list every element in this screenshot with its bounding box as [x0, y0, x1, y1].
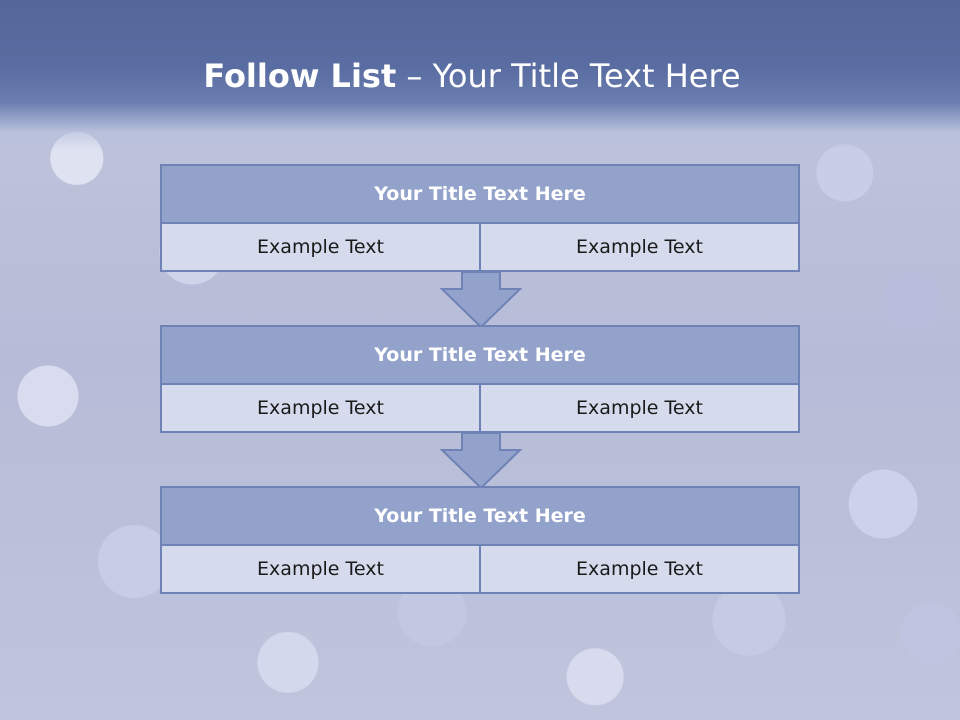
step-2-cell-right: Example Text: [479, 385, 798, 431]
step-3-title: Your Title Text Here: [162, 488, 798, 546]
step-2-cell-left: Example Text: [162, 385, 479, 431]
down-arrow-icon: [440, 271, 522, 329]
step-1-cell-right: Example Text: [479, 224, 798, 270]
step-3-cell-left: Example Text: [162, 546, 479, 592]
slide-title-bold: Follow List: [203, 57, 397, 95]
step-1-title: Your Title Text Here: [162, 166, 798, 224]
title-banner: [0, 0, 960, 150]
step-3-cells: Example Text Example Text: [162, 546, 798, 592]
slide-title: Follow List – Your Title Text Here: [0, 56, 944, 96]
slide-title-rest: – Your Title Text Here: [406, 57, 741, 95]
step-1-cell-left: Example Text: [162, 224, 479, 270]
step-2-cells: Example Text Example Text: [162, 385, 798, 431]
down-arrow-icon: [440, 432, 522, 490]
step-block-1: Your Title Text Here Example Text Exampl…: [160, 164, 800, 272]
step-block-2: Your Title Text Here Example Text Exampl…: [160, 325, 800, 433]
step-3-cell-right: Example Text: [479, 546, 798, 592]
step-2-title: Your Title Text Here: [162, 327, 798, 385]
step-1-cells: Example Text Example Text: [162, 224, 798, 270]
step-block-3: Your Title Text Here Example Text Exampl…: [160, 486, 800, 594]
